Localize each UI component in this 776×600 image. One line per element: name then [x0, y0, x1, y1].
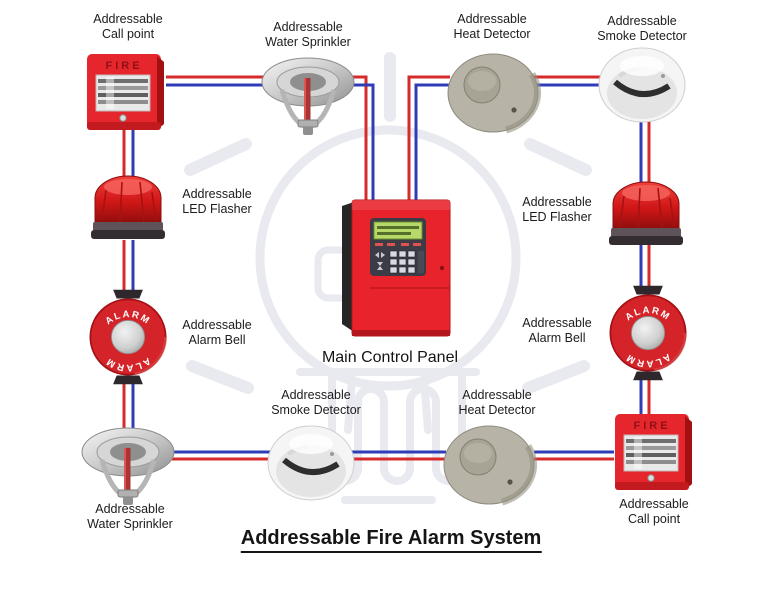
smoke-detector-bottom — [266, 424, 356, 502]
wire-red — [407, 75, 450, 200]
label-bottom-water-sprinkler: Addressable Water Sprinkler — [87, 502, 173, 531]
call-point-top-left: FIRE — [84, 52, 168, 136]
call-point-bottom-right: FIRE — [612, 412, 696, 496]
led-flasher-right — [606, 178, 686, 250]
smoke-detector-top — [597, 46, 687, 124]
heat-detector-bottom — [440, 424, 538, 506]
heat-detector-top — [444, 52, 542, 134]
label-bottom-heat-detector: Addressable Heat Detector — [458, 388, 536, 417]
label-left-alarm-bell: Addressable Alarm Bell — [182, 318, 252, 347]
label-right-led-flasher: Addressable LED Flasher — [522, 195, 592, 224]
alarm-bell-right: ALARM ALARM — [604, 284, 692, 382]
label-top-call-point: Addressable Call point — [93, 12, 163, 41]
led-flasher-left — [88, 172, 168, 244]
label-top-water-sprinkler: Addressable Water Sprinkler — [265, 20, 351, 49]
label-bottom-smoke-detector: Addressable Smoke Detector — [271, 388, 361, 417]
diagram-title: Addressable Fire Alarm System — [240, 527, 542, 553]
fire-text: FIRE — [633, 420, 670, 432]
water-sprinkler-top — [258, 54, 358, 138]
label-top-smoke-detector: Addressable Smoke Detector — [597, 14, 687, 43]
fire-text: FIRE — [105, 60, 142, 72]
main-control-panel — [340, 196, 454, 344]
water-sprinkler-bottom — [78, 424, 178, 508]
label-left-led-flasher: Addressable LED Flasher — [182, 187, 252, 216]
wire-blue — [414, 83, 450, 200]
label-bottom-call-point: Addressable Call point — [619, 497, 689, 526]
label-right-alarm-bell: Addressable Alarm Bell — [522, 316, 592, 345]
alarm-bell-left: ALARM ALARM — [84, 288, 172, 386]
label-main-control-panel: Main Control Panel — [321, 349, 459, 366]
label-top-heat-detector: Addressable Heat Detector — [453, 12, 531, 41]
